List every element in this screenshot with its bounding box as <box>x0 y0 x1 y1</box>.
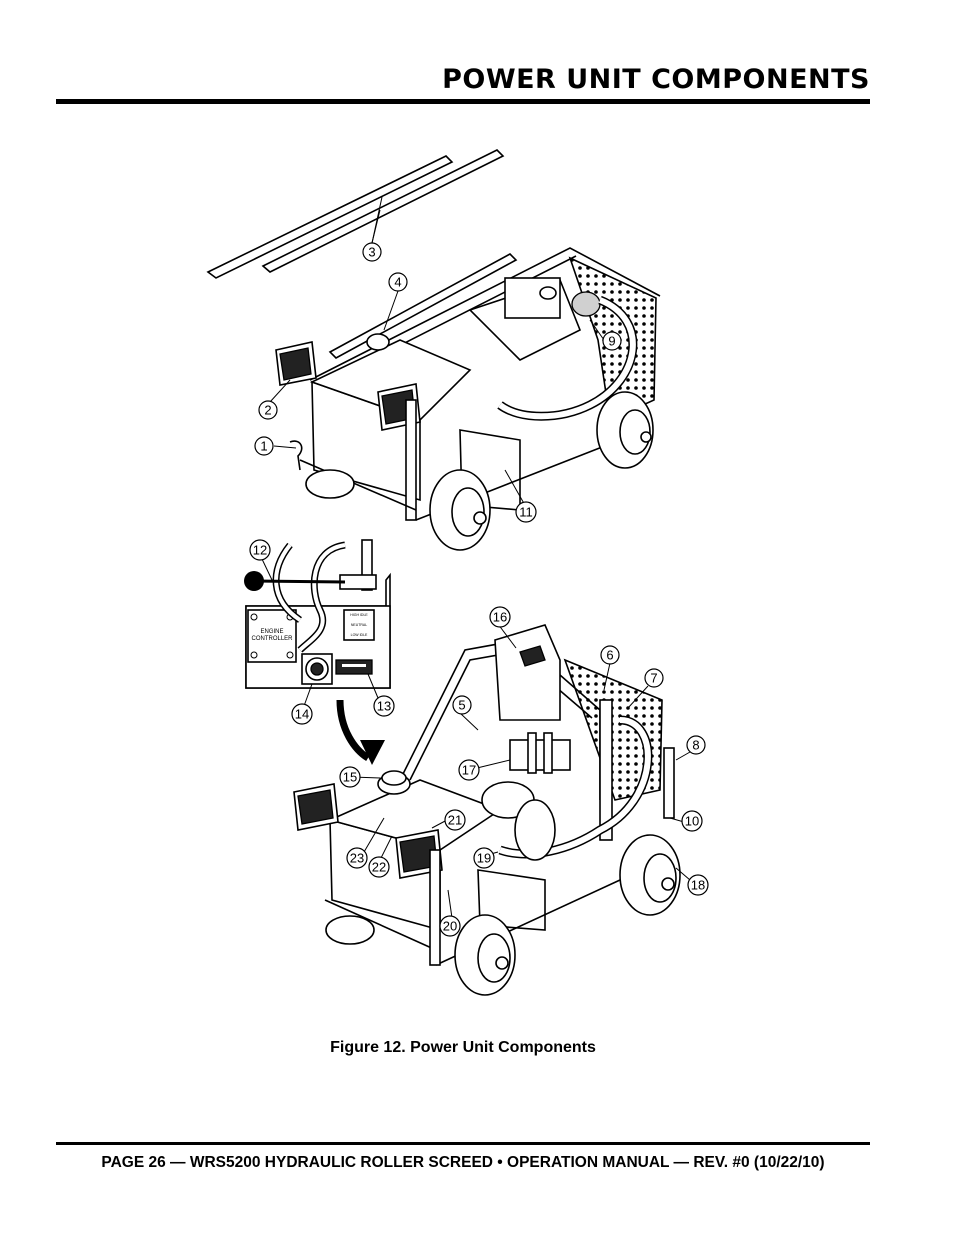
callout-13: 13 <box>373 695 395 717</box>
inset-engine-controller: ENGINE CONTROLLER HIGH IDLE NEUTRAL LOW … <box>244 539 391 689</box>
svg-text:9: 9 <box>608 334 615 349</box>
callout-16: 16 <box>489 606 511 628</box>
callout-17: 17 <box>458 759 480 781</box>
svg-text:8: 8 <box>692 738 699 753</box>
callout-14: 14 <box>291 703 313 725</box>
svg-text:3: 3 <box>368 245 375 260</box>
header-rule <box>56 99 870 104</box>
callout-10: 10 <box>681 810 703 832</box>
switch-label-high: HIGH IDLE <box>350 613 368 617</box>
svg-text:7: 7 <box>650 671 657 686</box>
callout-23: 23 <box>346 847 368 869</box>
callout-7: 7 <box>644 668 664 688</box>
upper-frame-drawing <box>275 247 661 551</box>
callout-1: 1 <box>254 436 274 456</box>
svg-text:10: 10 <box>685 814 699 829</box>
footer-rule <box>56 1142 870 1145</box>
svg-text:16: 16 <box>493 610 507 625</box>
callout-12: 12 <box>249 539 271 561</box>
svg-text:14: 14 <box>295 707 309 722</box>
switch-label-neutral: NEUTRAL <box>351 623 367 627</box>
svg-text:2: 2 <box>264 403 271 418</box>
callout-8: 8 <box>686 735 706 755</box>
callout-11: 11 <box>515 501 537 523</box>
svg-text:12: 12 <box>253 543 267 558</box>
svg-text:13: 13 <box>377 699 391 714</box>
svg-text:20: 20 <box>443 919 457 934</box>
callout-19: 19 <box>473 847 495 869</box>
svg-text:22: 22 <box>372 860 386 875</box>
svg-text:6: 6 <box>606 648 613 663</box>
callout-6: 6 <box>600 645 620 665</box>
page-title: POWER UNIT COMPONENTS <box>442 64 870 95</box>
straps-drawing <box>206 149 505 279</box>
callout-4: 4 <box>388 272 408 292</box>
arrow-head-icon <box>360 740 385 765</box>
svg-text:11: 11 <box>519 505 533 520</box>
switch-label-low: LOW IDLE <box>351 633 368 637</box>
callout-9: 9 <box>602 331 622 351</box>
inset-label-line1: ENGINE <box>260 629 283 635</box>
callout-18: 18 <box>687 874 709 896</box>
inset-label-line2: CONTROLLER <box>251 636 293 642</box>
callout-22: 22 <box>368 856 390 878</box>
svg-text:21: 21 <box>448 813 462 828</box>
svg-text:15: 15 <box>343 770 357 785</box>
svg-text:5: 5 <box>458 698 465 713</box>
figure-caption: Figure 12. Power Unit Components <box>330 1039 596 1056</box>
page-footer: PAGE 26 — WRS5200 HYDRAULIC ROLLER SCREE… <box>101 1154 825 1171</box>
callout-5: 5 <box>452 695 472 715</box>
svg-text:23: 23 <box>350 851 364 866</box>
svg-text:1: 1 <box>260 439 267 454</box>
svg-text:4: 4 <box>394 275 401 290</box>
arrow-icon <box>336 699 370 761</box>
callout-21: 21 <box>444 809 466 831</box>
svg-text:17: 17 <box>462 763 476 778</box>
callout-20: 20 <box>439 915 461 937</box>
callout-15: 15 <box>339 766 361 788</box>
svg-text:19: 19 <box>477 851 491 866</box>
svg-text:18: 18 <box>691 878 705 893</box>
callout-2: 2 <box>258 400 278 420</box>
callout-3: 3 <box>362 242 382 262</box>
